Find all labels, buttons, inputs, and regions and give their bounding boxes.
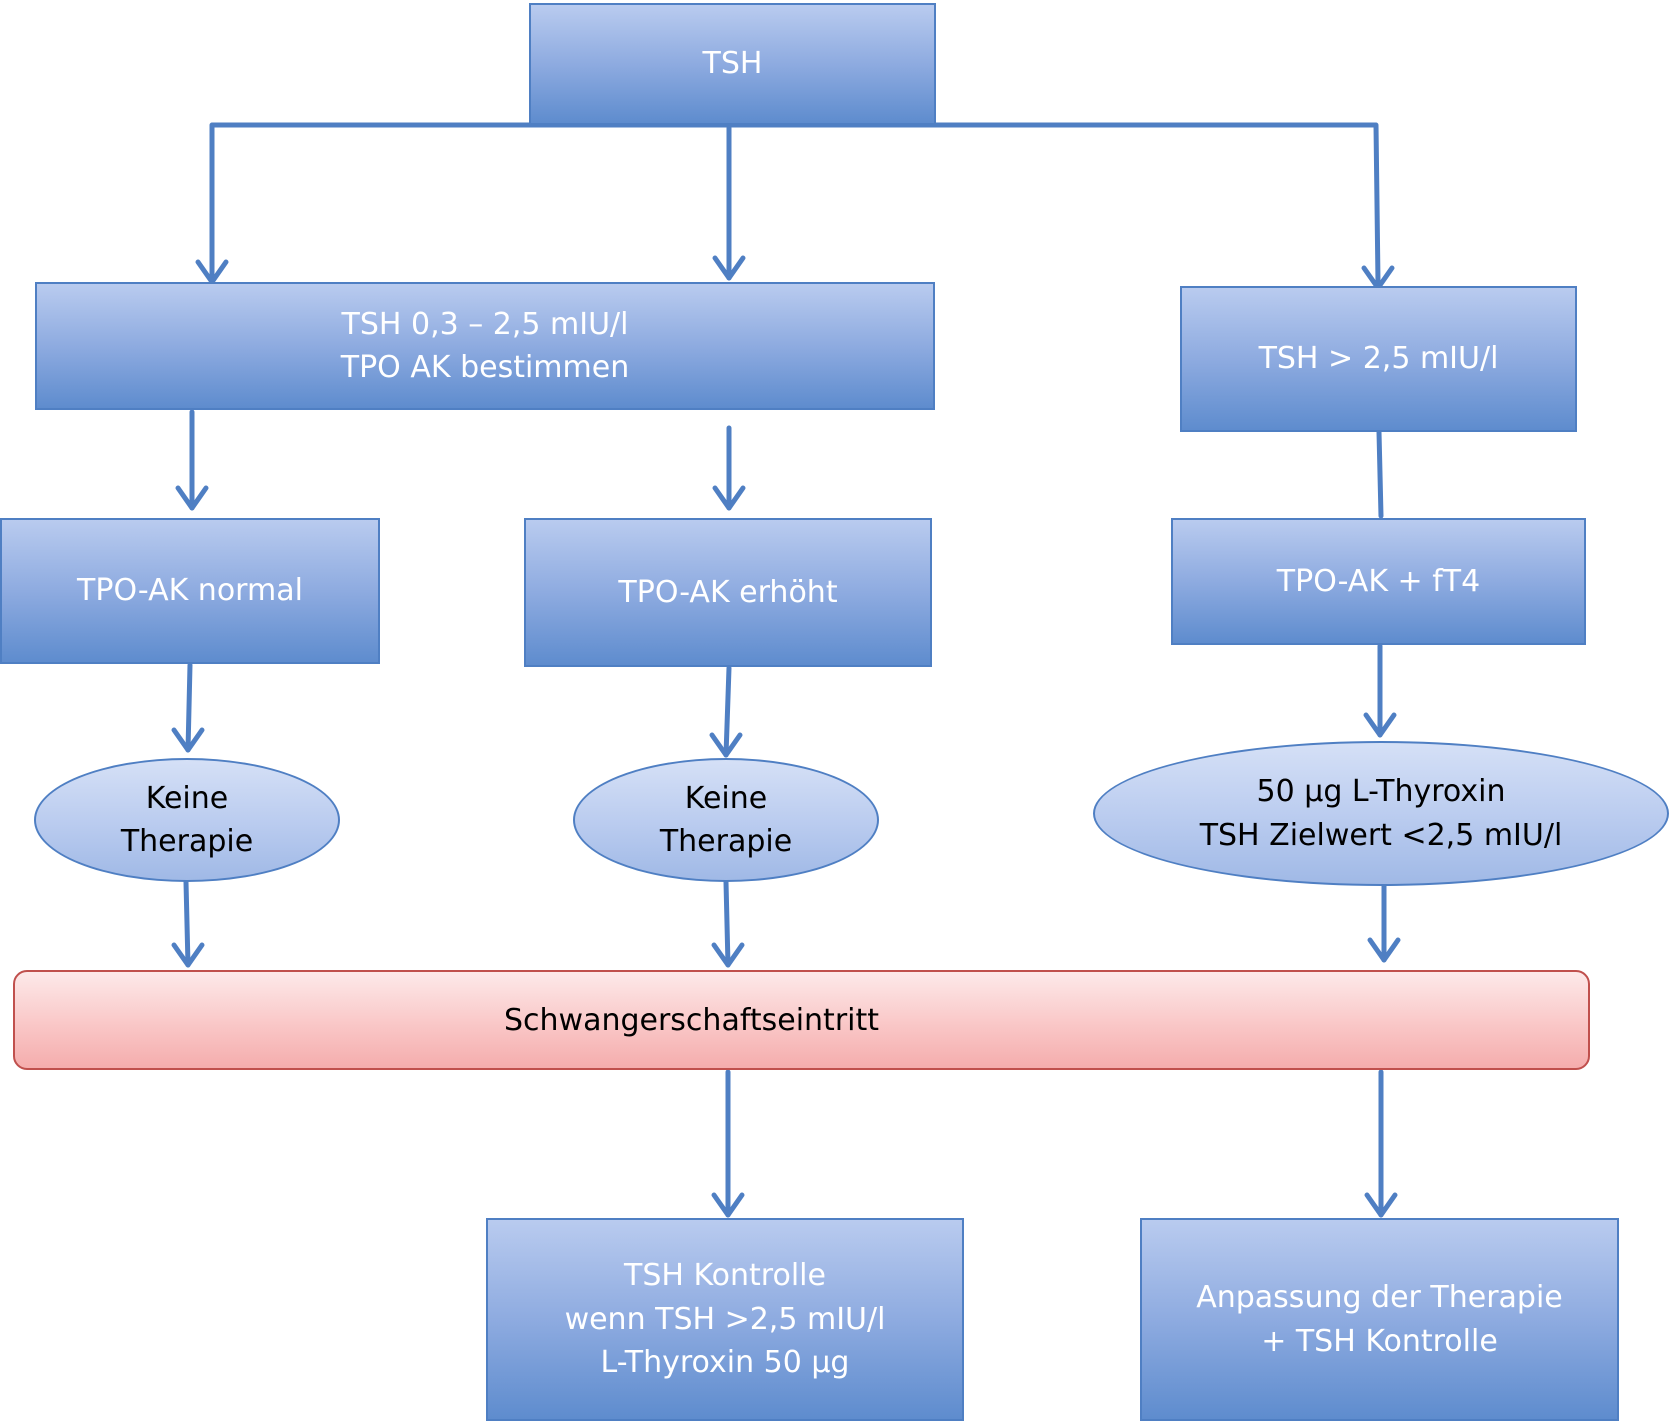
arrow-normal-range-to-tpo-elevated	[712, 425, 746, 511]
no-therapy-2-line-2: Therapie	[659, 824, 793, 859]
no-therapy-oval-1: Keine Therapie	[34, 758, 340, 882]
tsh-control-line-2: wenn TSH >2,5 mIU/l	[564, 1301, 886, 1337]
thyroxin-line-1: 50 µg L-Thyroxin	[1256, 774, 1506, 809]
no-therapy-oval-2: Keine Therapie	[573, 758, 879, 882]
tpo-normal-line-1: TPO-AK normal	[77, 573, 303, 609]
arrow-pregnancy-to-therapy-adjustment	[1364, 1069, 1398, 1218]
thyroxin-line-2: TSH Zielwert <2,5 mIU/l	[1199, 817, 1563, 853]
no-therapy-2-line-1: Keine	[684, 780, 768, 816]
tsh-normal-range-box: TSH 0,3 – 2,5 mIU/l TPO AK bestimmen	[35, 282, 935, 410]
tsh-high-box: TSH > 2,5 mIU/l	[1180, 286, 1577, 432]
thyroxin-oval: 50 µg L-Thyroxin TSH Zielwert <2,5 mIU/l	[1093, 741, 1669, 886]
tpo-elevated-box: TPO-AK erhöht	[524, 518, 932, 667]
tpo-ft4-box: TPO-AK + fT4	[1171, 518, 1586, 645]
arrow-pregnancy-to-tsh-control	[711, 1069, 745, 1218]
arrow-no-therapy-2-to-pregnancy	[711, 879, 745, 968]
connector-tsh-branch-bar	[209, 122, 1381, 285]
arrow-tsh-to-normal-range-right	[712, 125, 746, 281]
tsh-control-box: TSH Kontrolle wenn TSH >2,5 mIU/l L-Thyr…	[486, 1218, 964, 1421]
tsh-normal-range-line-2: TPO AK bestimmen	[340, 350, 630, 385]
tsh-control-line-1: TSH Kontrolle	[624, 1258, 826, 1294]
no-therapy-1-line-1: Keine	[145, 780, 229, 816]
arrow-thyroxin-to-pregnancy	[1367, 883, 1401, 963]
arrow-tsh-to-normal-range-left	[195, 197, 229, 285]
arrow-tpo-elevated-to-no-therapy-2	[709, 665, 743, 758]
tsh-box: TSH	[529, 3, 936, 125]
tsh-normal-range-line-1: TSH 0,3 – 2,5 mIU/l	[341, 306, 629, 342]
tpo-ft4-line-1: TPO-AK + fT4	[1276, 563, 1481, 599]
therapy-adjustment-box: Anpassung der Therapie + TSH Kontrolle	[1140, 1218, 1619, 1421]
arrow-tpo-normal-to-no-therapy-1	[171, 662, 205, 753]
pregnancy-onset-bar: Schwangerschaftseintritt	[13, 970, 1590, 1070]
arrow-tpo-ft4-to-thyroxin	[1363, 643, 1397, 738]
tsh-control-line-3: L-Thyroxin 50 µg	[600, 1345, 850, 1381]
pregnancy-onset-line-1: Schwangerschaftseintritt	[503, 1002, 880, 1038]
tsh-high-line-1: TSH > 2,5 mIU/l	[1258, 341, 1499, 377]
therapy-adjustment-line-2: + TSH Kontrolle	[1261, 1323, 1498, 1359]
tpo-normal-box: TPO-AK normal	[0, 518, 380, 664]
tsh-box-line-1: TSH	[702, 46, 763, 82]
therapy-adjustment-line-1: Anpassung der Therapie	[1196, 1280, 1563, 1315]
arrow-no-therapy-1-to-pregnancy	[171, 879, 205, 968]
connector-high-to-tpo-ft4	[1376, 429, 1384, 519]
no-therapy-1-line-2: Therapie	[120, 824, 254, 859]
arrow-normal-range-to-tpo-normal	[175, 409, 209, 511]
tpo-elevated-line-1: TPO-AK erhöht	[618, 574, 838, 610]
